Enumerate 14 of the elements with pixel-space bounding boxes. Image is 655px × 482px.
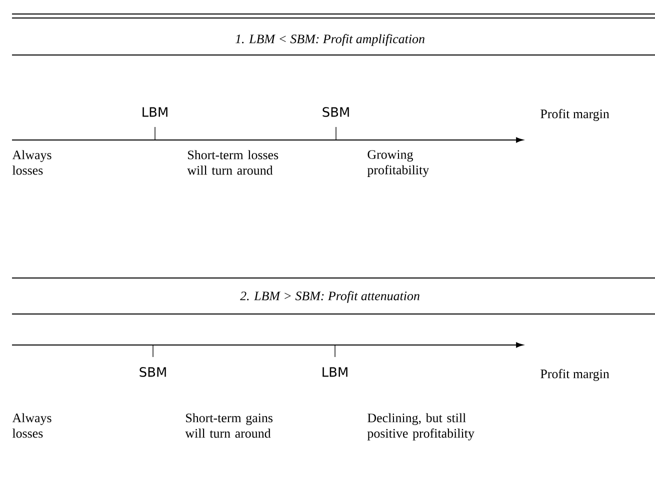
axis-label: Profit margin <box>540 369 610 381</box>
tick-label: SBM <box>322 107 349 117</box>
region-label: Growing profitability <box>367 150 430 177</box>
region-label: Short-term gains will turn around <box>185 413 273 438</box>
axis-label: Profit margin <box>540 109 610 121</box>
tick-label: SBM <box>140 367 166 377</box>
tick-label: LBM <box>142 107 168 117</box>
section-heading: 2. LBM > SBM: Profit attenuation <box>240 291 420 303</box>
tick-label: LBM <box>322 367 348 377</box>
region-label: Short-term losses will turn around <box>187 150 278 175</box>
region-label: Always losses <box>12 150 52 175</box>
region-label: Declining, but still positive profitability <box>367 413 474 440</box>
section-heading: 1. LBM < SBM: Profit amplification <box>236 34 424 46</box>
region-label: Always losses <box>12 413 52 438</box>
